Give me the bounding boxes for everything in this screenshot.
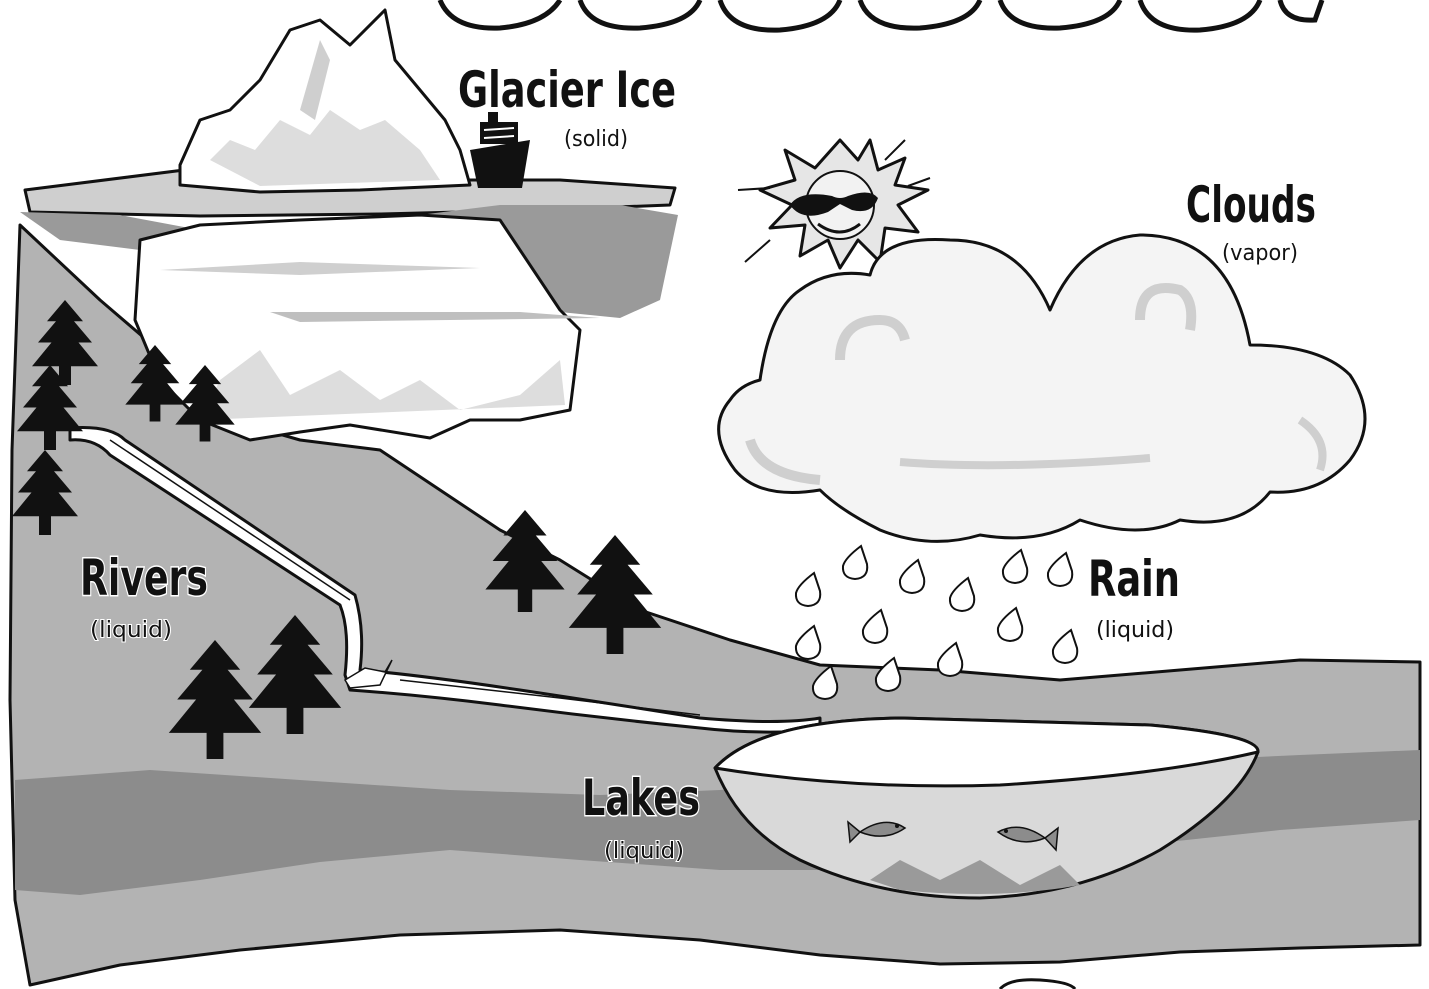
- label-rain: Rain (liquid): [1088, 550, 1180, 643]
- label-lakes-name: Lakes: [582, 769, 700, 827]
- label-glacier-name: Glacier Ice: [458, 61, 676, 119]
- label-rain-name: Rain: [1088, 550, 1180, 608]
- label-clouds: Clouds (vapor): [1186, 176, 1316, 266]
- label-clouds-state: (vapor): [1222, 241, 1298, 266]
- cloud-icon: [719, 235, 1365, 541]
- label-rivers-state: (liquid): [90, 618, 172, 643]
- label-lakes-state: (liquid): [604, 839, 684, 864]
- raindrop-icon: [1003, 550, 1027, 583]
- raindrop-icon: [950, 578, 974, 611]
- raindrop-icon: [998, 608, 1022, 641]
- raindrop-icon: [843, 546, 867, 579]
- label-rivers-name: Rivers: [80, 549, 208, 607]
- raindrop-icon: [796, 626, 820, 659]
- label-rain-state: (liquid): [1096, 618, 1174, 643]
- label-glacier-state: (solid): [564, 127, 628, 152]
- raindrop-icon: [1053, 630, 1077, 663]
- ship-icon: [470, 112, 530, 188]
- label-clouds-name: Clouds: [1186, 176, 1316, 234]
- title-fragment: [440, 0, 1322, 30]
- raindrop-icon: [1048, 553, 1072, 586]
- raindrop-icon: [863, 610, 887, 643]
- raindrop-icon: [938, 643, 962, 676]
- raindrop-icon: [900, 560, 924, 593]
- raindrop-icon: [796, 573, 820, 606]
- bottom-fragment: [1000, 980, 1075, 989]
- raindrop-icon: [876, 658, 900, 691]
